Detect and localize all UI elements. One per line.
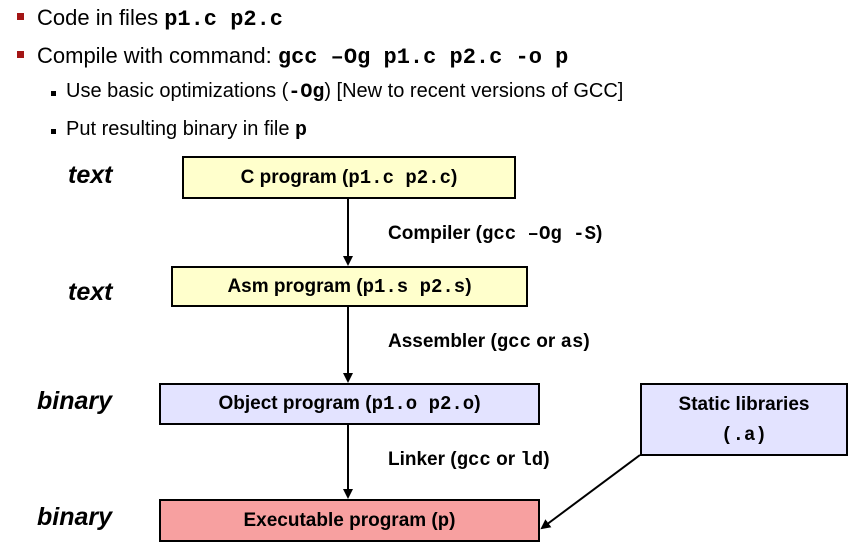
edge-text: or (490, 449, 521, 470)
linker-label: Linker (gcc or ld) (388, 449, 550, 471)
stage-label-binary-2: binary (37, 503, 113, 531)
sub-bullet-marker (51, 91, 56, 96)
compiler-label: Compiler (gcc –Og -S) (388, 223, 602, 245)
box-code: p1.s p2.s (362, 275, 466, 298)
box-label-close: ) (449, 509, 456, 531)
bullet-text: Code in files (37, 5, 165, 30)
box-label-close: ) (450, 166, 458, 188)
bullet-marker (17, 51, 24, 58)
box-code: (.a) (721, 423, 767, 446)
edge-text: or (531, 331, 561, 352)
bullet-code: -Og (288, 81, 325, 104)
edge-text-close: ) (543, 449, 550, 470)
bullet-code: gcc –Og p1.c p2.c -o p (277, 45, 569, 70)
bullet-code: p (295, 119, 308, 142)
box-code: p1.o p2.o (371, 393, 475, 415)
object-program-box: Object program (p1.o p2.o) (159, 383, 540, 425)
box-label: Asm program ( (227, 275, 363, 297)
edge-code: gcc (496, 331, 531, 353)
executable-program-box: Executable program (p) (159, 499, 540, 542)
stage-label-binary-1: binary (37, 387, 113, 415)
assembler-label: Assembler (gcc or as) (388, 331, 590, 353)
sub-bullet-optimizations: Use basic optimizations (-Og) [New to re… (66, 80, 623, 104)
box-label: Object program ( (218, 393, 372, 414)
c-program-box: C program (p1.c p2.c) (182, 156, 516, 199)
bullet-code-files: Code in files p1.c p2.c (37, 5, 283, 32)
sub-bullet-marker (51, 129, 56, 134)
edge-code: gcc (456, 449, 491, 471)
bullet-text: Use basic optimizations ( (66, 80, 289, 102)
edge-text-close: ) (583, 331, 590, 352)
bullet-text: Compile with command: (37, 43, 278, 68)
asm-program-box: Asm program (p1.s p2.s) (171, 266, 528, 307)
edge-text: Linker ( (388, 449, 457, 470)
bullet-code: p1.c p2.c (164, 7, 284, 32)
edge-text-close: ) (595, 223, 603, 244)
edge-code: gcc –Og -S (481, 223, 596, 245)
bullet-compile-command: Compile with command: gcc –Og p1.c p2.c … (37, 43, 568, 70)
bullet-marker (17, 13, 24, 20)
edge-code: as (560, 331, 584, 353)
edge-code: ld (520, 449, 544, 471)
edge-text: Assembler ( (388, 331, 497, 352)
sub-bullet-binary: Put resulting binary in file p (66, 118, 307, 142)
stage-label-text-1: text (68, 161, 113, 189)
bullet-text: Put resulting binary in file (66, 118, 296, 140)
stage-label-text-2: text (68, 278, 113, 306)
static-libraries-box: Static libraries (.a) (640, 383, 848, 456)
box-label-close: ) (474, 393, 481, 414)
bullet-text: ) [New to recent versions of GCC] (324, 80, 624, 102)
box-code: p1.c p2.c (348, 166, 451, 189)
box-label-close: ) (465, 275, 472, 297)
box-label: Static libraries (678, 393, 810, 415)
box-label: Executable program ( (243, 509, 438, 531)
box-label: C program ( (240, 166, 349, 188)
box-code: p (437, 509, 450, 532)
arrow-static-libs (540, 454, 641, 530)
edge-text: Compiler ( (388, 223, 482, 244)
